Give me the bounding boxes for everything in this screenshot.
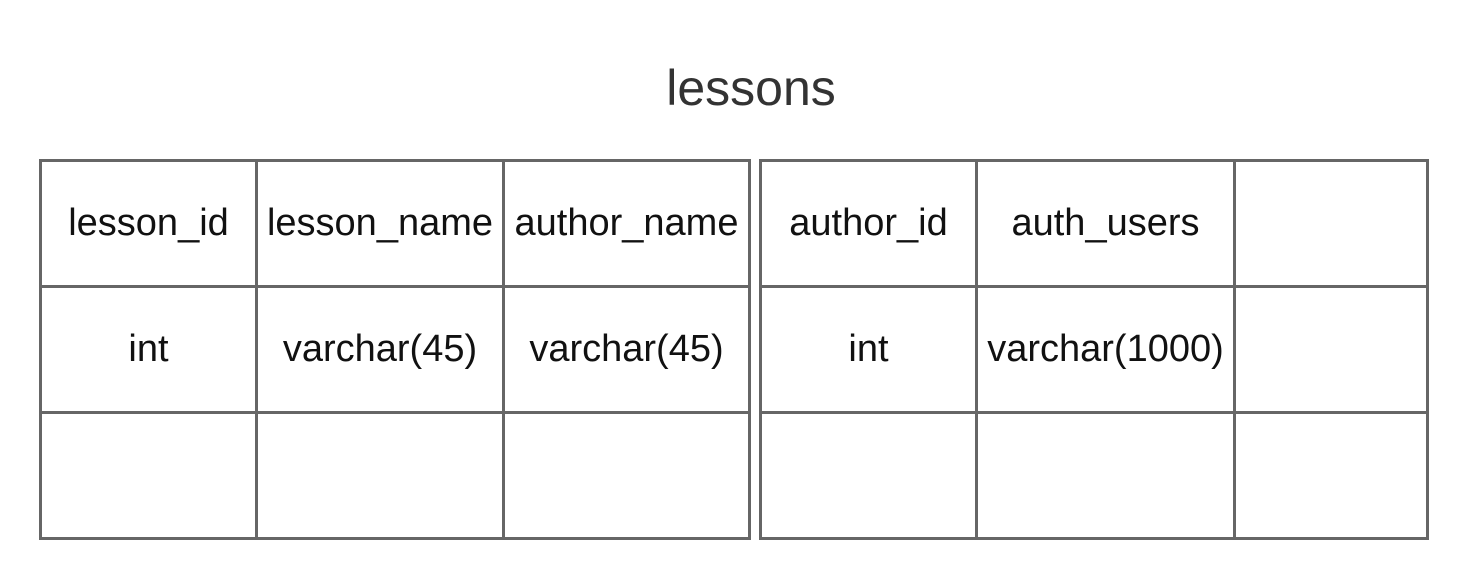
table-row: int varchar(45) varchar(45) xyxy=(39,285,751,414)
table-row xyxy=(759,411,1429,540)
table-row: lesson_id lesson_name author_name xyxy=(39,159,751,288)
column-name-cell: author_id xyxy=(759,159,978,288)
diagram-title: lessons xyxy=(666,60,836,116)
column-type-cell: varchar(1000) xyxy=(975,285,1236,414)
column-type-cell: int xyxy=(39,285,258,414)
column-type-cell: varchar(45) xyxy=(255,285,505,414)
lessons-table-right: author_id auth_users int varchar(1000) xyxy=(759,159,1429,540)
empty-cell xyxy=(502,411,751,540)
empty-cell xyxy=(39,411,258,540)
empty-cell xyxy=(1233,285,1429,414)
empty-cell xyxy=(255,411,505,540)
column-name-cell: auth_users xyxy=(975,159,1236,288)
lessons-table-left: lesson_id lesson_name author_name int va… xyxy=(39,159,751,540)
empty-cell xyxy=(759,411,978,540)
column-name-cell: author_name xyxy=(502,159,751,288)
column-name-cell: lesson_id xyxy=(39,159,258,288)
empty-cell xyxy=(975,411,1236,540)
empty-cell xyxy=(1233,411,1429,540)
table-row: author_id auth_users xyxy=(759,159,1429,288)
column-type-cell: int xyxy=(759,285,978,414)
column-name-cell: lesson_name xyxy=(255,159,505,288)
table-row xyxy=(39,411,751,540)
empty-cell xyxy=(1233,159,1429,288)
table-row: int varchar(1000) xyxy=(759,285,1429,414)
column-type-cell: varchar(45) xyxy=(502,285,751,414)
